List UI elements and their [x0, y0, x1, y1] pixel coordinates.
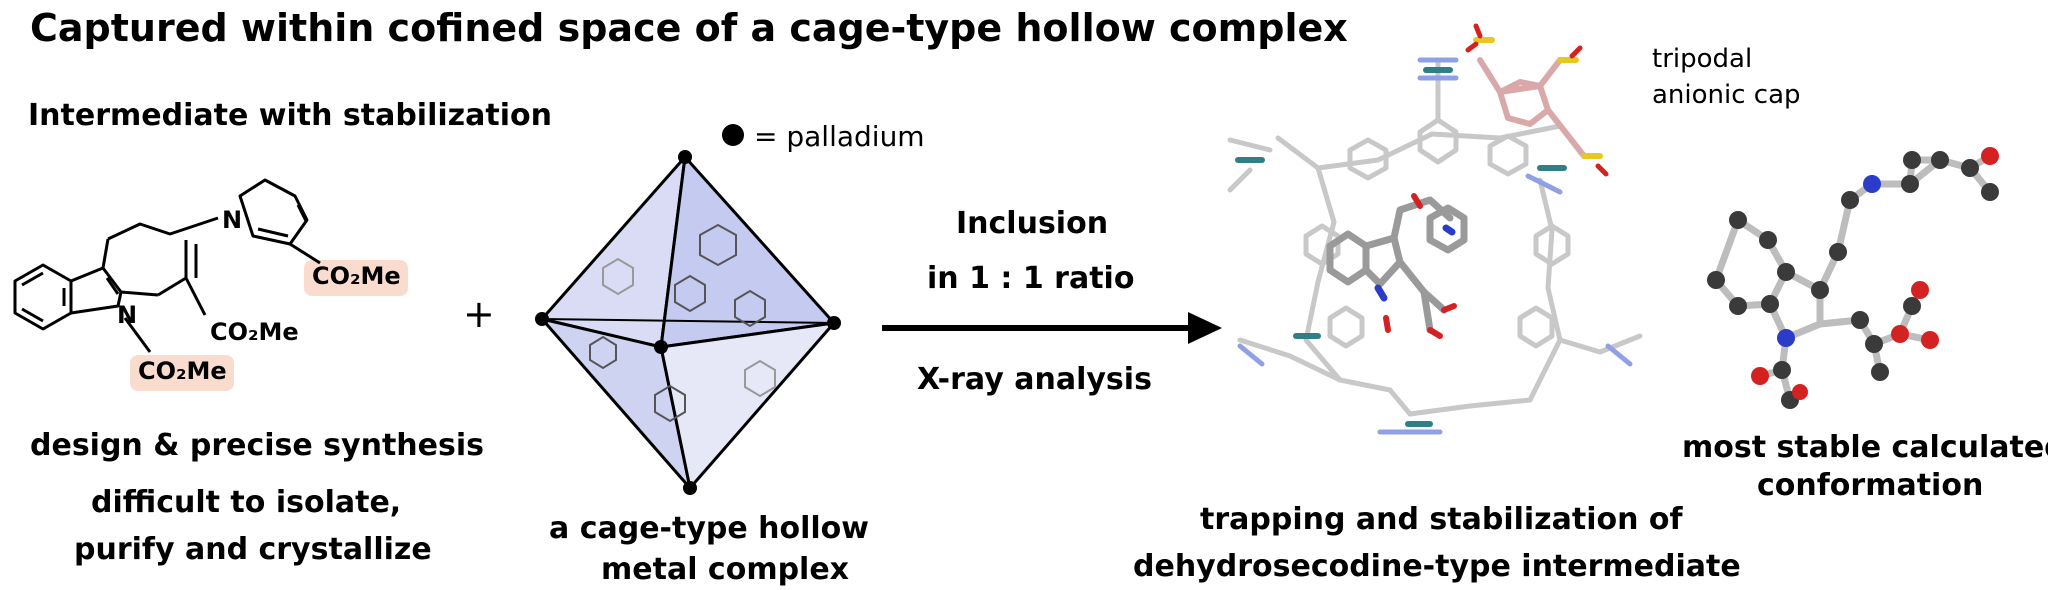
ester-label-n: CO₂Me [138, 357, 227, 385]
pyrrole-double [105, 277, 120, 295]
nitrogen-atoms [1777, 175, 1881, 347]
cage-palladium-vertices [535, 150, 841, 495]
cage-caption-1: a cage-type hollow [549, 511, 870, 546]
plus-sign: + [463, 292, 495, 336]
carbon-atoms [1707, 151, 1999, 409]
xray-caption-1: trapping and stabilization of [1200, 502, 1683, 537]
arrow-label-ratio: in 1 : 1 ratio [927, 261, 1135, 296]
calc-caption-2: conformation [1757, 468, 1984, 503]
cage-caption-2: metal complex [601, 552, 850, 587]
tripodal-label-2: anionic cap [1652, 80, 1801, 110]
arrow-label-xray: X-ray analysis [917, 362, 1152, 397]
benzene-double-1 [21, 271, 44, 287]
pyrrole-ring [70, 266, 123, 315]
calculated-conformation [1707, 147, 1999, 409]
palladium-legend-dot [722, 124, 744, 146]
ester-label-top: CO₂Me [312, 262, 401, 290]
oxygen-atoms [1751, 147, 1999, 400]
intermediate-structure [13, 178, 321, 353]
atom-n-indole: N [117, 301, 138, 329]
xray-caption-2: dehydrosecodine-type intermediate [1133, 549, 1741, 584]
intermediate-caption-3: purify and crystallize [74, 532, 432, 567]
intermediate-caption-1: design & precise synthesis [30, 428, 484, 463]
octahedral-cage [540, 155, 836, 490]
highlight-ester-n [130, 355, 234, 391]
atom-n-dihydropyridine: N [222, 206, 243, 234]
highlight-ester-top [304, 260, 408, 296]
cage-ligands [589, 223, 776, 423]
intermediate-caption-2: difficult to isolate, [91, 485, 402, 520]
cage-face-front-bottom [659, 321, 836, 490]
ester-label-mid: CO₂Me [210, 318, 299, 346]
tripodal-label-1: tripodal [1652, 44, 1753, 74]
cage-face-front-top [659, 155, 836, 349]
intermediate-heading: Intermediate with stabilization [28, 98, 552, 133]
dhp-double-2 [257, 227, 289, 238]
dihydropyridine-ring [238, 178, 309, 246]
xray-structure [1227, 23, 1643, 435]
arrow-label-inclusion: Inclusion [956, 206, 1109, 241]
reaction-arrow [882, 312, 1222, 344]
figure-title: Captured within cofined space of a cage-… [30, 6, 1348, 50]
palladium-legend: = palladium [754, 120, 925, 153]
benzene-double-2 [21, 307, 44, 323]
dhp-double-1 [296, 204, 308, 222]
calc-caption-1: most stable calculated [1682, 430, 2048, 465]
